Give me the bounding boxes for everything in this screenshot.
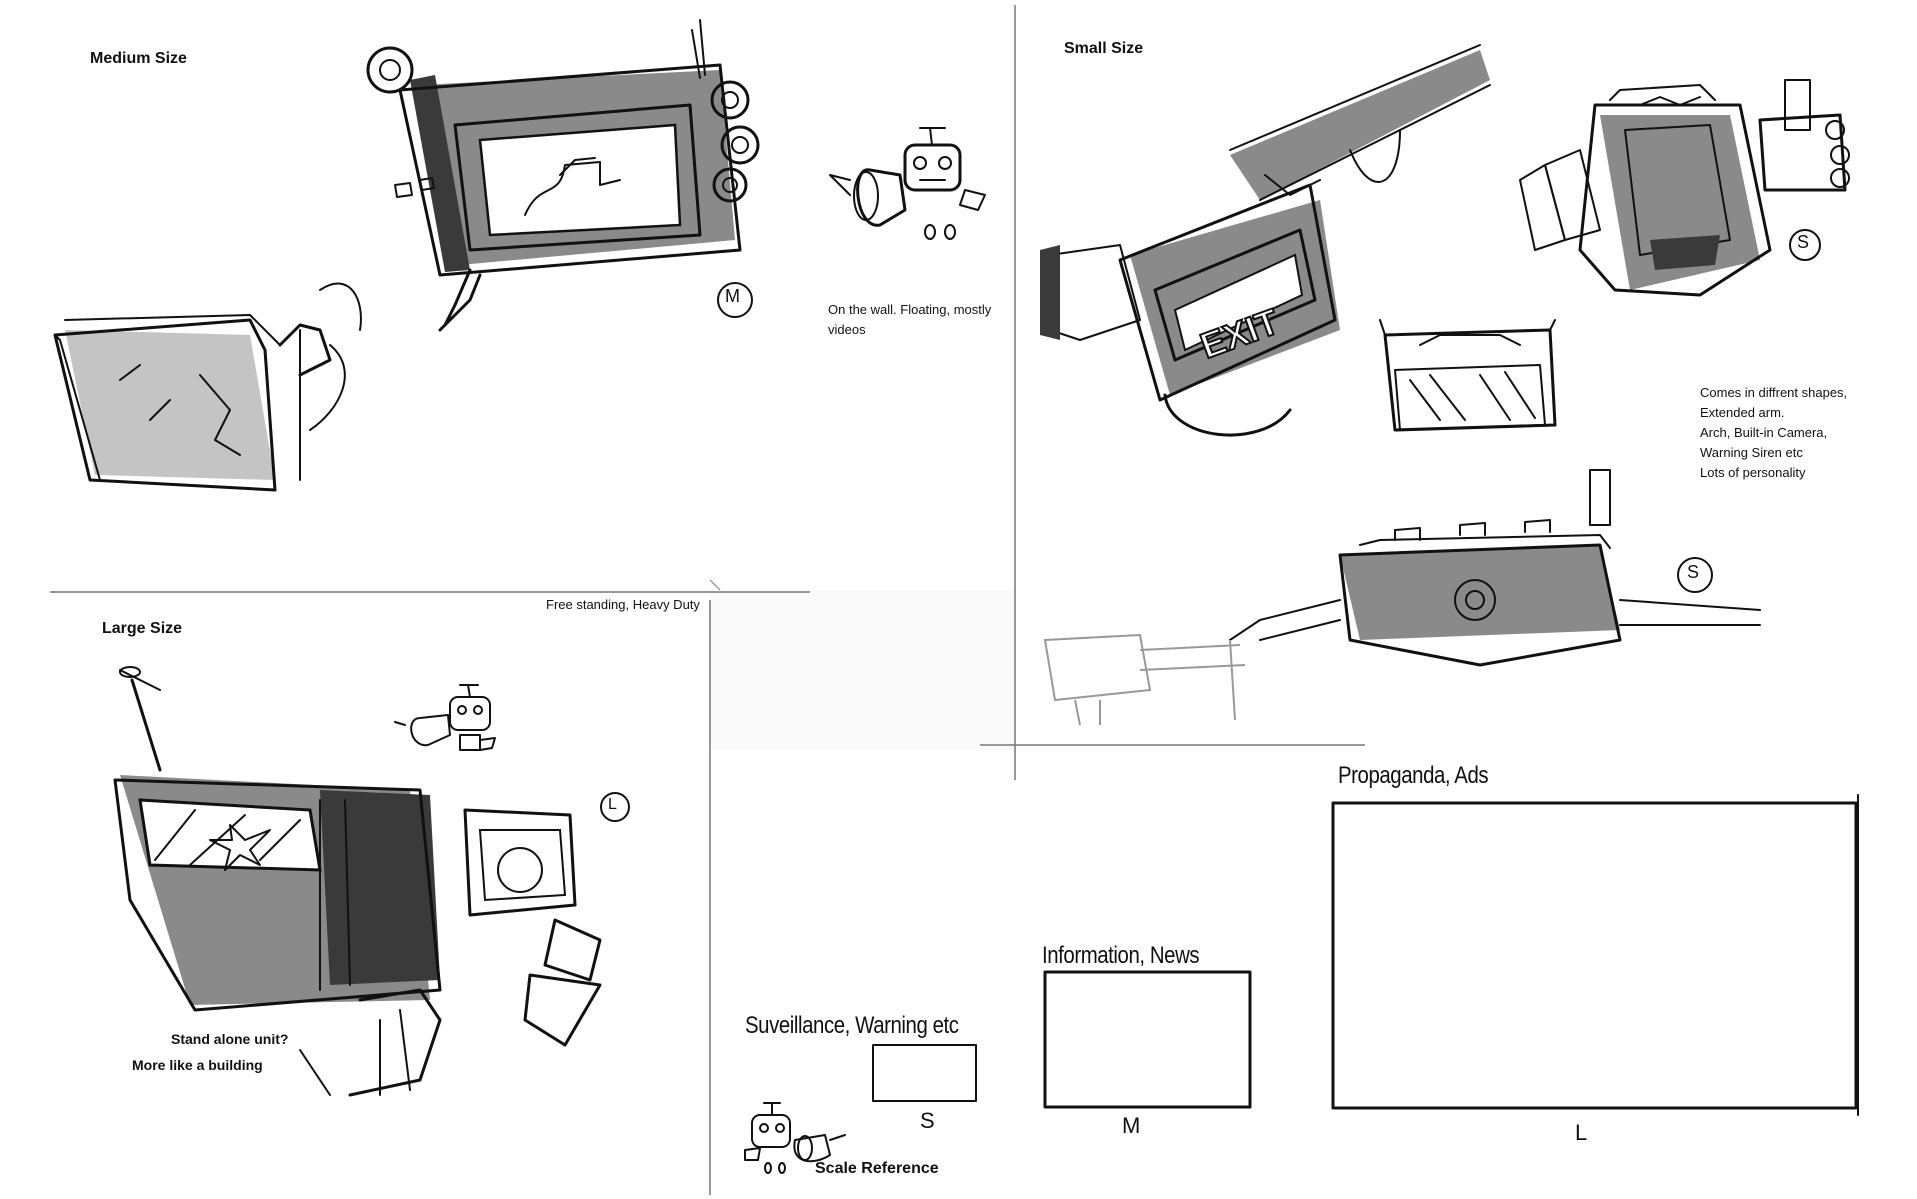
mark-l-letter: L xyxy=(608,796,617,813)
small-note-line: Arch, Built-in Camera, xyxy=(1700,425,1828,440)
large-note-line: More like a building xyxy=(132,1057,263,1073)
large-unit-sketch xyxy=(113,666,602,1097)
medium-size-note: On the wall. Floating, mostly videos xyxy=(828,302,992,337)
small-size-notes: Comes in diffrent shapes, Extended arm. … xyxy=(1700,383,1847,483)
small-note-line: Comes in diffrent shapes, xyxy=(1700,385,1848,400)
page-dividers xyxy=(50,5,1365,1195)
scale-boxes xyxy=(872,794,1859,1116)
broken-monitor-sketch xyxy=(53,282,362,492)
scale-label-propaganda: Propaganda, Ads xyxy=(1338,762,1489,789)
mark-s-top-letter: S xyxy=(1797,232,1810,252)
warning-camera-unit-sketch xyxy=(1519,79,1850,297)
medium-screen-sketch xyxy=(366,19,760,332)
mark-circle-m xyxy=(717,282,753,318)
scale-label-information: Information, News xyxy=(1042,942,1200,969)
small-note-line: Extended arm. xyxy=(1700,405,1785,420)
robot-doodle-scale xyxy=(744,1102,846,1174)
exit-sign-sketch xyxy=(1040,44,1491,437)
scale-size-m: M xyxy=(1122,1113,1141,1138)
scale-size-l: L xyxy=(1575,1120,1588,1145)
hazard-box-sketch xyxy=(1379,319,1557,432)
scale-box-small xyxy=(872,1044,977,1102)
robot-doodle-medium xyxy=(829,127,986,240)
scale-size-s: S xyxy=(920,1108,935,1133)
scale-box-large xyxy=(1331,801,1858,1110)
mark-circle-l xyxy=(600,792,630,822)
mark-circle-s-bottom xyxy=(1677,557,1713,593)
large-size-note-top: Free standing, Heavy Duty xyxy=(546,597,700,612)
large-note-line: Stand alone unit? xyxy=(171,1031,289,1047)
sheet-scale xyxy=(710,750,1917,1199)
medium-size-title: Medium Size xyxy=(90,50,187,67)
mark-m-letter: M xyxy=(725,286,740,306)
mark-circle-s-top xyxy=(1789,229,1821,261)
scale-reference-label: Scale Reference xyxy=(815,1160,939,1177)
mark-s-bottom-letter: S xyxy=(1687,562,1700,582)
scale-label-surveillance: Suveillance, Warning etc xyxy=(745,1012,959,1039)
large-size-title: Large Size xyxy=(102,620,183,637)
small-note-line: Warning Siren etc xyxy=(1700,445,1803,460)
robot-doodle-large xyxy=(394,684,496,751)
scale-box-medium xyxy=(1043,970,1252,1109)
small-size-title: Small Size xyxy=(1064,40,1144,57)
extended-arm-unit-sketch xyxy=(1043,469,1761,726)
small-note-line: Lots of personality xyxy=(1700,465,1806,480)
